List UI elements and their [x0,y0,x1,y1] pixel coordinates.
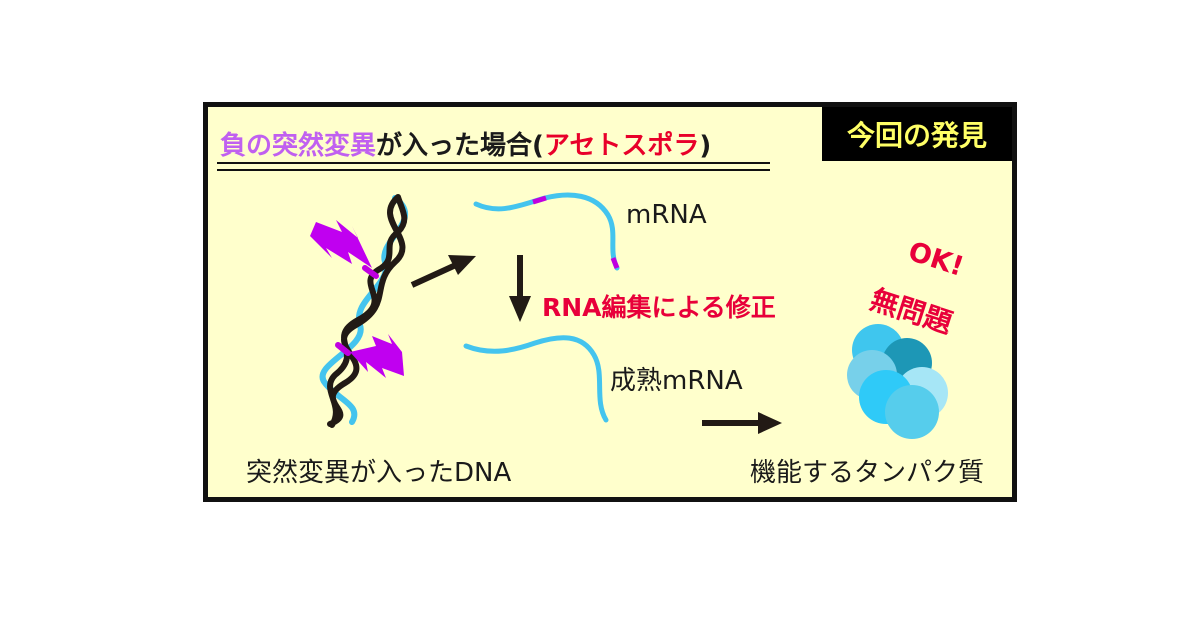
panel-title: 負の突然変異が入った場合(アセトスポラ) [220,125,711,162]
title-close: ) [699,131,712,161]
label-rna-editing: RNA編集による修正 [542,293,776,322]
arrow-transcription [410,255,476,288]
title-mutation: 負の突然変異 [220,131,377,161]
arrow-translation [702,412,782,434]
label-mature-mrna: 成熟mRNA [610,366,743,396]
label-protein: 機能するタンパク質 [750,458,985,488]
protein-icon [847,324,948,439]
mutation-lightning-icon [350,334,404,378]
dna-mutation-mark-2 [335,342,351,356]
dna-strand-dark [327,194,408,428]
arrow-rna-editing [509,255,531,322]
mature-mrna-strand [463,335,609,423]
title-middle: が入った場合( [376,131,544,161]
label-mrna: mRNA [626,200,707,230]
diagram-panel: 今回の発見 負の突然変異が入った場合(アセトスポラ) [203,102,1017,502]
mrna-strand [473,192,620,271]
label-dna: 突然変異が入ったDNA [246,458,512,488]
dna-helix-icon [319,194,409,428]
title-organism: アセトスポラ [543,131,700,161]
dna-mutation-mark-1 [362,265,379,279]
mutation-lightning-icon [310,220,372,268]
discovery-badge: 今回の発見 [822,107,1012,161]
